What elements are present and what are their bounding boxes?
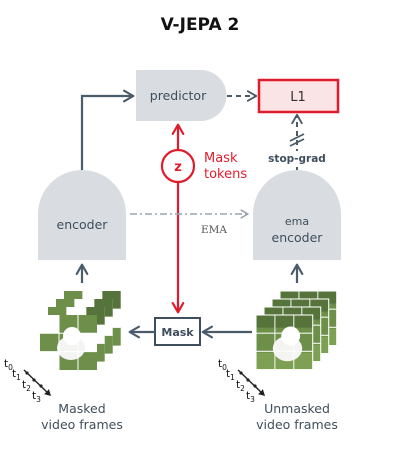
unmasked-caption-line2: video frames — [256, 417, 338, 432]
ema-encoder-label-line1: ema — [285, 215, 309, 228]
predictor-label: predictor — [150, 88, 207, 103]
unmasked-time-axis — [237, 369, 266, 396]
mask-box-label: Mask — [161, 326, 194, 339]
masked-time-axis — [23, 369, 52, 396]
svg-text:t3: t3 — [246, 390, 255, 404]
unmasked-frames-stack — [255, 290, 338, 371]
mask-tokens-label-line2: tokens — [204, 167, 247, 182]
svg-text:t2: t2 — [236, 379, 245, 393]
svg-text:t2: t2 — [22, 379, 31, 393]
predictor-block — [136, 70, 227, 121]
masked-caption-line1: Masked — [58, 401, 105, 416]
mask-token-symbol: z — [174, 160, 182, 175]
mask-tokens-label-line1: Mask — [204, 151, 238, 166]
loss-label: L1 — [290, 90, 306, 105]
masked-caption-line2: video frames — [41, 417, 123, 432]
unmasked-caption-line1: Unmasked — [264, 401, 330, 416]
svg-text:t0: t0 — [218, 358, 227, 372]
svg-text:t1: t1 — [12, 368, 21, 382]
ema-encoder-block — [253, 170, 341, 260]
svg-text:t0: t0 — [4, 358, 13, 372]
masked-front-frame — [40, 315, 97, 370]
loss-box — [257, 78, 340, 114]
mask-token-circle — [160, 148, 196, 184]
masked-time-labels: t0 t1 t2 t3 — [4, 358, 41, 404]
masked-frames-stack — [40, 290, 122, 370]
unmasked-time-labels: t0 t1 t2 t3 — [218, 358, 255, 404]
diagram-title: V-JEPA 2 — [161, 15, 240, 35]
encoder-label: encoder — [57, 217, 109, 232]
encoder-to-predictor-arrow — [80, 89, 135, 172]
stop-grad-slashes — [289, 133, 305, 147]
encoder-block — [38, 170, 126, 260]
ema-link-label: EMA — [201, 224, 227, 236]
stop-grad-label: stop-grad — [268, 153, 326, 165]
svg-text:t1: t1 — [226, 368, 235, 382]
svg-text:t3: t3 — [32, 390, 41, 404]
ema-encoder-label-line2: encoder — [272, 230, 324, 245]
